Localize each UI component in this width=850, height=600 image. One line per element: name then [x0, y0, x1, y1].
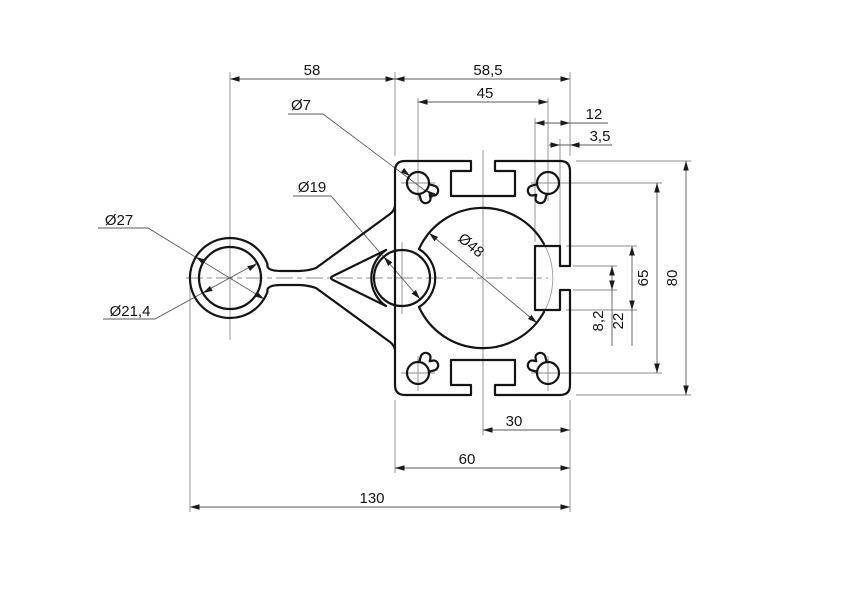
dim-58: 58	[304, 62, 321, 79]
corner-screw-port-bottom-right	[526, 351, 561, 386]
leader-lines	[98, 113, 538, 324]
branch-inner-edges	[329, 248, 388, 308]
profile-body-outline	[393, 159, 572, 397]
label-dia7: Ø7	[291, 97, 311, 114]
hub-bore-circle	[372, 248, 432, 308]
label-dia19: Ø19	[298, 179, 326, 196]
corner-screw-port-top-left	[405, 170, 440, 205]
dim-12: 12	[586, 106, 603, 123]
dim-130: 130	[359, 490, 384, 507]
label-dia48: Ø48	[455, 230, 488, 261]
dim-3-5: 3,5	[590, 128, 611, 145]
hub-outer-arcs	[370, 247, 437, 309]
dimension-arrowheads	[190, 76, 689, 510]
dim-8-2: 8,2	[590, 311, 607, 332]
label-dia27: Ø27	[105, 212, 133, 229]
label-dia21-4: Ø21,4	[110, 303, 151, 320]
dim-80: 80	[664, 270, 681, 287]
dim-30: 30	[506, 413, 523, 430]
corner-screw-port-bottom-left	[405, 351, 440, 386]
extension-lines	[189, 72, 691, 512]
center-bore-arcs	[417, 206, 546, 350]
bore-phantom-arc	[543, 243, 554, 313]
dim-58-5: 58,5	[473, 62, 502, 79]
tube-inner-circle	[197, 245, 263, 311]
dim-22: 22	[610, 313, 627, 330]
profile-arm-ring-outline	[188, 204, 397, 352]
dim-45: 45	[477, 85, 494, 102]
dim-60: 60	[459, 451, 476, 468]
dimension-lines	[190, 78, 687, 508]
dim-65: 65	[635, 270, 652, 287]
corner-screw-port-top-right	[526, 170, 561, 205]
